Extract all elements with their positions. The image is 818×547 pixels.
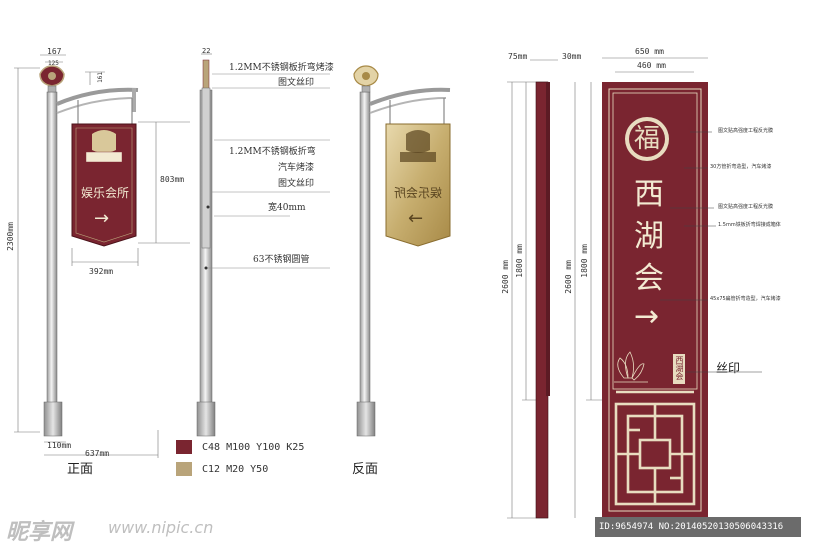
callout-square-tube: 30方管折弯造型，汽车烤漆: [710, 164, 772, 170]
dim-outer-width: 650 mm: [635, 47, 664, 56]
color-swatch-gold: [176, 462, 192, 476]
note-silkscreen-2: 图文丝印: [278, 179, 315, 189]
side-view: [196, 53, 330, 437]
sign-title-char-3: 会: [634, 261, 664, 296]
note-silkscreen-1: 图文丝印: [278, 78, 315, 88]
callout-iron-box: 1.5mm铁板折弯焊接成箱体: [718, 222, 781, 228]
sign-title-char-2: 湖: [634, 219, 664, 254]
note-tube-63: 63不锈钢圆管: [253, 255, 310, 265]
dim-top-width-a: 167: [47, 47, 62, 56]
back-sign-arrow: →: [408, 208, 424, 229]
dim-total-height: 2300mm: [6, 222, 15, 251]
lotus-icon: [614, 351, 648, 383]
callout-reflective-film-2: 图文贴高强度工程反光膜: [718, 204, 774, 210]
dim-sign-height: 803mm: [160, 175, 185, 184]
dim-side-top: 22: [202, 47, 211, 55]
watermark-url: www.nipic.cn: [108, 518, 214, 537]
dim-height-a: 2600 mm: [501, 260, 510, 294]
image-id-bar: ID:9654974 NO:20140520130506043316: [595, 517, 801, 537]
back-sign-brand: 娱乐会所: [394, 186, 443, 200]
callout-flat-tube: 45x75扁管折弯造型，汽车烤漆: [710, 296, 781, 302]
dim-height-d: 1800 mm: [580, 244, 589, 278]
dim-side-gap: 30mm: [562, 52, 582, 61]
watermark-brand: 昵享网: [6, 520, 73, 545]
back-view: [353, 65, 451, 437]
dim-height-b: 1800 mm: [515, 244, 524, 278]
dim-sign-width: 392mm: [89, 267, 114, 276]
silk-label: 丝印: [716, 361, 741, 375]
note-steel-bend-paint: 1.2MM不锈钢板折弯烤漆: [229, 63, 334, 73]
front-sign-arrow: →: [94, 208, 110, 229]
dim-inner-width: 460 mm: [637, 61, 666, 70]
front-view-label: 正面: [67, 462, 94, 477]
color-label-burgundy: C48 M100 Y100 K25: [202, 442, 305, 453]
note-width-40: 宽40mm: [268, 203, 306, 213]
dim-base-width: 110mm: [47, 441, 72, 450]
back-view-label: 反面: [352, 462, 379, 477]
dim-top-width-b: 125: [48, 60, 59, 67]
dim-arm-width: 637mm: [85, 449, 110, 458]
sign-title-char-1: 西: [634, 177, 664, 212]
sign-logo-char: 福: [634, 124, 661, 154]
color-swatch-burgundy: [176, 440, 192, 454]
dim-side-depth: 75mm: [508, 52, 528, 61]
note-car-paint: 汽车烤漆: [278, 163, 315, 173]
note-steel-bend: 1.2MM不锈钢板折弯: [229, 147, 316, 157]
sign-arrow: →: [634, 299, 660, 334]
dim-height-c: 2600 mm: [564, 260, 573, 294]
tall-sign: [507, 57, 762, 519]
callout-reflective-film-1: 图文贴高强度工程反光膜: [718, 128, 774, 134]
image-id-text: ID:9654974 NO:20140520130506043316: [599, 522, 784, 532]
color-label-gold: C12 M20 Y50: [202, 464, 269, 475]
dim-top-height: 161: [97, 72, 104, 83]
sign-seal-text: 西湖会: [675, 356, 684, 380]
front-view: [14, 54, 190, 458]
front-sign-brand: 娱乐会所: [81, 186, 130, 200]
